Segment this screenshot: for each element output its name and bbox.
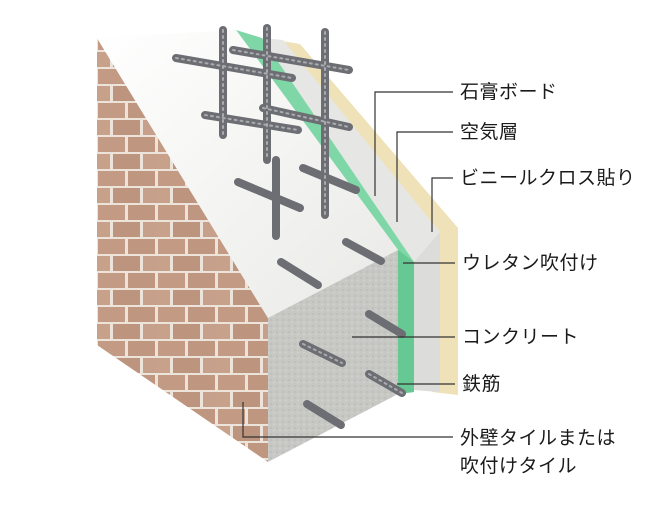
leader-gypsum: [374, 91, 453, 196]
exterior-tile-face: [97, 38, 268, 462]
leader-cloth: [431, 177, 453, 232]
leader-tile: [242, 402, 453, 438]
urethane-layer: [236, 30, 414, 394]
label-urethane-spray: ウレタン吹付け: [462, 252, 599, 274]
concrete-top: [97, 30, 398, 318]
leader-lines: [242, 91, 455, 438]
label-gypsum-board: 石膏ボード: [460, 81, 558, 103]
rebar-group: [172, 24, 406, 429]
label-concrete: コンクリート: [462, 326, 580, 348]
label-vinyl-cloth: ビニールクロス貼り: [460, 167, 636, 189]
label-rebar: 鉄筋: [462, 373, 502, 395]
label-exterior-tile: 外壁タイルまたは 吹付けタイル: [460, 424, 616, 480]
label-exterior-tile-line1: 外壁タイルまたは: [460, 427, 617, 449]
label-air-layer: 空気層: [460, 121, 519, 143]
leader-air: [396, 131, 453, 222]
label-exterior-tile-line2: 吹付けタイル: [460, 455, 578, 477]
